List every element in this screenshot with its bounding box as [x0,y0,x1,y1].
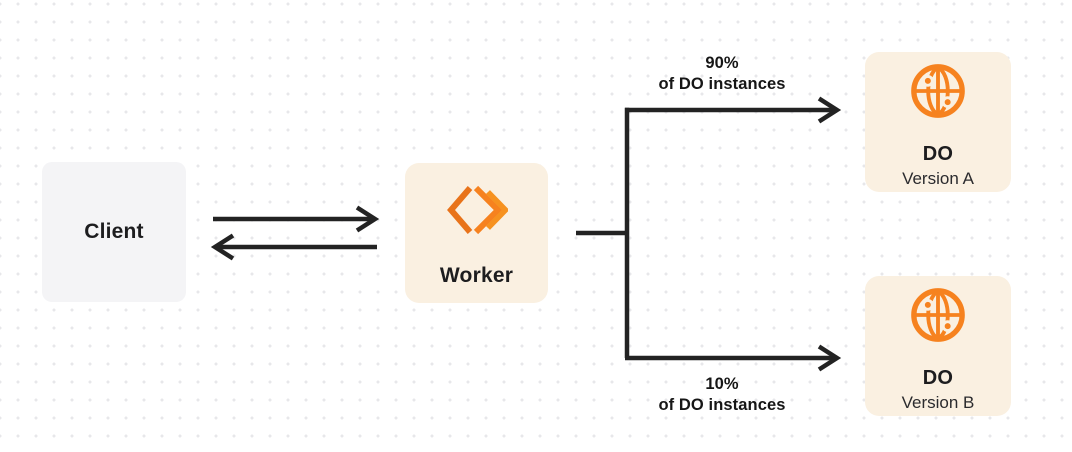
do-version-b-title: DO [922,367,954,389]
client-node: Client [42,162,186,302]
arrow-to-do-version-a [625,96,842,124]
do-version-a-title: DO [922,143,954,165]
worker-label: Worker [439,264,514,287]
branch-label-90-percent: 90% [705,54,739,72]
branch-label-10-caption: of DO instances [658,396,786,415]
branch-label-90-caption: of DO instances [658,75,786,94]
globe-icon [909,286,967,349]
branch-label-10-percent: 10% [705,375,739,393]
worker-node: Worker [405,163,548,303]
client-label: Client [84,220,144,243]
workers-logo-icon [446,180,509,245]
do-version-a-subtitle: Version A [902,169,974,188]
branch-label-10: 10% of DO instances [658,374,785,416]
arrow-to-do-version-b [625,344,842,372]
globe-icon [909,62,967,125]
do-version-b-subtitle: Version B [901,393,975,412]
branch-label-90: 90% of DO instances [658,53,785,95]
arrow-worker-to-client [210,233,377,261]
arrow-client-to-worker [213,205,380,233]
do-version-a-node: DO Version A [865,52,1011,192]
do-version-b-node: DO Version B [865,276,1011,416]
